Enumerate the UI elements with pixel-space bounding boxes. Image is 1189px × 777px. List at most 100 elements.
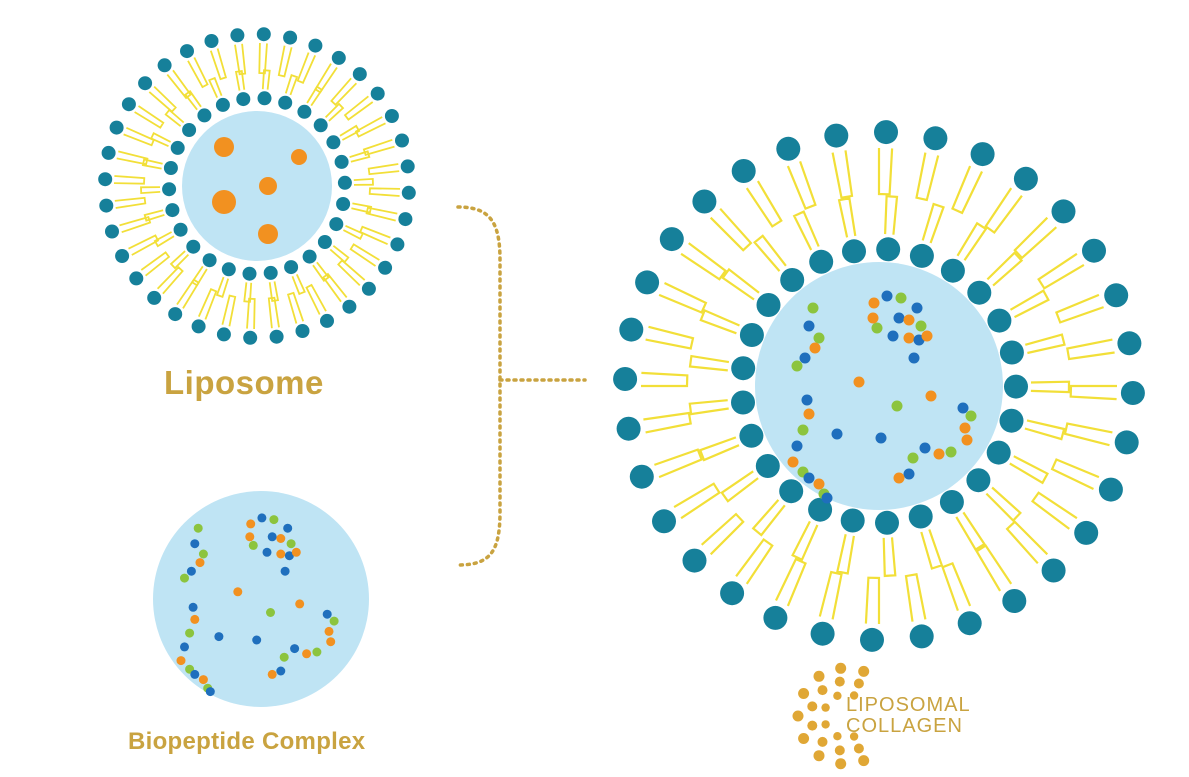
inner-lipid-head: [317, 235, 332, 249]
logo-dot: [807, 720, 818, 731]
logo-dot: [817, 685, 828, 696]
biopeptide-complex: [153, 491, 369, 707]
peptide-residue: [195, 558, 205, 568]
peptide-residue: [908, 352, 920, 364]
outer-lipid-head: [860, 627, 884, 652]
inner-lipid-head: [337, 175, 352, 190]
logo-dot: [833, 732, 842, 741]
logo-dot: [813, 750, 825, 762]
outer-lipid-head: [776, 136, 801, 161]
inner-lipid-head: [731, 390, 755, 415]
peptide-residue: [176, 656, 186, 666]
peptide-residue: [279, 652, 289, 662]
inner-lipid-head: [999, 408, 1024, 433]
inner-lipid-head: [875, 510, 899, 535]
logo-dot: [858, 755, 870, 767]
inner-lipid-head: [940, 258, 965, 283]
inner-lipid-head: [186, 239, 201, 254]
outer-lipid-head: [763, 605, 788, 630]
outer-lipid-head: [1117, 331, 1142, 356]
logo-dot: [792, 710, 804, 722]
inner-lipid-head: [876, 237, 901, 262]
peptide-residue: [893, 312, 905, 324]
peptide-residue: [267, 669, 277, 679]
inner-lipid-head: [297, 104, 312, 119]
outer-lipid-head: [243, 330, 258, 345]
inner-lipid-head: [165, 203, 180, 218]
peptide-residue: [903, 332, 915, 344]
outer-lipid-head: [720, 581, 745, 606]
outer-lipid-head: [101, 145, 116, 160]
inner-lipid-head: [334, 154, 349, 169]
outer-lipid-head: [1051, 199, 1076, 224]
outer-lipid-head: [109, 120, 124, 135]
inner-lipid-head: [755, 454, 780, 478]
peptide-residue: [791, 360, 803, 372]
outer-lipid-head: [619, 317, 644, 342]
outer-lipid-head: [370, 86, 385, 101]
outer-lipid-head: [168, 307, 183, 322]
logo-dot: [853, 743, 864, 754]
outer-lipid-head: [129, 271, 144, 286]
payload-molecule: [291, 149, 307, 165]
outer-lipid-head: [692, 189, 717, 214]
peptide-residue: [907, 452, 919, 464]
peptide-residue: [809, 342, 821, 354]
inner-lipid-head: [302, 249, 317, 264]
peptide-residue: [933, 448, 945, 460]
outer-lipid-head: [400, 159, 415, 174]
inner-lipid-head: [987, 308, 1012, 333]
liposomal-collagen-large: [613, 120, 1145, 652]
outer-lipid-head: [147, 290, 162, 305]
peptide-residue: [911, 302, 923, 314]
aqueous-core: [182, 111, 332, 261]
peptide-residue: [957, 402, 969, 414]
peptide-residue: [915, 320, 927, 332]
outer-lipid-head: [1041, 558, 1066, 583]
outer-lipid-head: [1114, 430, 1139, 455]
inner-lipid-head: [202, 253, 217, 268]
peptide-residue: [248, 540, 258, 550]
peptide-residue: [919, 442, 931, 454]
outer-lipid-head: [98, 172, 113, 187]
peptide-residue: [190, 614, 200, 624]
peptide-residue: [290, 644, 300, 654]
peptide-residue: [813, 478, 825, 490]
logo-dot: [849, 691, 859, 700]
outer-lipid-head: [613, 367, 638, 391]
peptide-residue: [266, 608, 275, 617]
outer-lipid-head: [256, 27, 271, 42]
inner-lipid-head: [966, 468, 991, 493]
inner-lipid-head: [215, 97, 230, 112]
peptide-residue: [961, 434, 973, 446]
peptide-residue: [831, 428, 843, 440]
inner-leaflet-tails: [140, 69, 374, 303]
outer-lipid-head: [390, 237, 405, 252]
peptide-residue: [188, 602, 198, 612]
inner-lipid-head: [329, 217, 344, 232]
inner-lipid-head: [739, 423, 764, 448]
peptide-residue: [959, 422, 971, 434]
outer-lipid-head: [283, 30, 298, 45]
inner-lipid-head: [908, 504, 933, 529]
logo-dot: [821, 703, 830, 712]
peptide-residue: [921, 330, 933, 342]
inner-lipid-head: [986, 440, 1011, 465]
peptide-residue: [867, 312, 879, 324]
logo-dot: [813, 670, 825, 682]
peptide-residue: [180, 573, 189, 583]
aqueous-core: [755, 262, 1003, 510]
peptide-residue: [813, 332, 825, 344]
inner-leaflet-tails: [688, 195, 1071, 578]
outer-lipid-head: [269, 329, 284, 344]
logo-dot: [834, 676, 845, 687]
outer-lipid-head: [970, 142, 995, 167]
outer-leaflet-tails: [113, 42, 401, 330]
peptide-residue: [246, 519, 256, 529]
peptide-residue: [871, 322, 883, 334]
peptide-residue: [186, 566, 196, 576]
inner-lipid-head: [780, 268, 805, 292]
peptide-residue: [925, 390, 937, 402]
outer-lipid-head: [331, 50, 346, 65]
inner-lipid-head: [284, 260, 299, 275]
